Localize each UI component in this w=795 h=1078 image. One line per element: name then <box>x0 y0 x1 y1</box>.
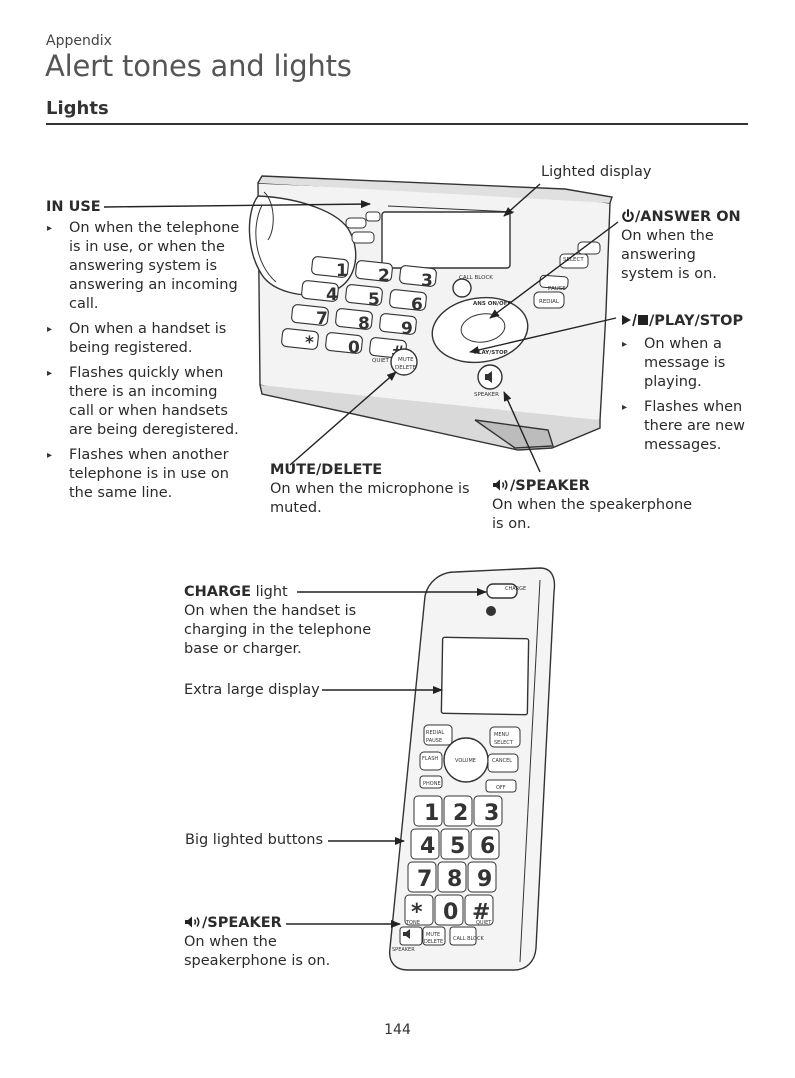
base-speaker-title: /SPEAKER <box>510 478 590 494</box>
play-stop-item: Flashes when there are new messages. <box>621 398 756 455</box>
handset-tone-label: TONE <box>405 920 420 926</box>
mute-delete-desc: On when the microphone is muted. <box>270 481 470 516</box>
play-stop-callout: /PLAY/STOP On when a message is playing.… <box>621 312 756 461</box>
play-stop-item: On when a message is playing. <box>621 335 756 392</box>
section-label: Appendix <box>46 33 112 49</box>
handset-call-block-label: CALL BLOCK <box>453 936 485 942</box>
svg-text:0: 0 <box>348 338 360 358</box>
svg-text:*: * <box>411 900 423 925</box>
handset-cancel-label: CANCEL <box>492 758 512 764</box>
base-ans-onoff-label: ANS ON/OFF <box>473 301 511 307</box>
handset-flash-label: FLASH <box>422 756 438 762</box>
page-title: Alert tones and lights <box>45 49 352 83</box>
lighted-display-label: Lighted display <box>541 164 652 180</box>
in-use-title: IN USE <box>46 199 101 215</box>
base-play-stop-label: PLAY/STOP <box>474 350 508 356</box>
svg-text:8: 8 <box>358 314 370 334</box>
handset-charge-label: CHARGE <box>505 586 526 592</box>
play-stop-title: /PLAY/STOP <box>649 313 744 329</box>
section-title: Lights <box>46 98 109 119</box>
handset-speaker-label: SPEAKER <box>392 947 415 953</box>
svg-text:3: 3 <box>484 801 499 826</box>
in-use-item: On when the telephone is in use, or when… <box>46 219 246 314</box>
base-speaker-callout: /SPEAKER On when the speakerphone is on. <box>492 477 702 534</box>
svg-text:6: 6 <box>411 295 423 315</box>
mute-delete-title: MUTE/DELETE <box>270 462 383 478</box>
handset-menu-label: MENU <box>494 732 509 738</box>
in-use-list: On when the telephone is in use, or when… <box>46 219 246 503</box>
svg-text:1: 1 <box>336 261 348 281</box>
svg-text:#: # <box>472 900 490 925</box>
svg-text:7: 7 <box>316 309 328 329</box>
svg-text:*: * <box>305 333 314 353</box>
play-stop-icon <box>622 313 648 327</box>
svg-text:6: 6 <box>480 834 495 859</box>
handset-speaker-title: /SPEAKER <box>202 915 282 931</box>
svg-text:5: 5 <box>368 290 380 310</box>
charge-desc: On when the handset is charging in the t… <box>184 603 372 657</box>
answer-on-callout: /ANSWER ON On when the answering system … <box>621 208 771 284</box>
charge-suffix: light <box>250 584 288 600</box>
in-use-item: Flashes quickly when there is an incomin… <box>46 364 246 440</box>
base-delete-key-label: DELETE <box>395 365 417 371</box>
svg-text:9: 9 <box>477 867 492 892</box>
base-redial-key-label: REDIAL <box>539 299 560 305</box>
handset-quiet-label: QUIET <box>476 920 492 926</box>
handset-speaker-desc: On when the speakerphone is on. <box>184 934 331 969</box>
mute-delete-callout: MUTE/DELETE On when the microphone is mu… <box>270 461 470 518</box>
big-lighted-buttons-label: Big lighted buttons <box>185 832 324 848</box>
svg-text:2: 2 <box>453 801 468 826</box>
base-speaker-key-label: SPEAKER <box>474 392 499 398</box>
svg-text:8: 8 <box>447 867 462 892</box>
handset-select-label: SELECT <box>494 740 514 746</box>
charge-callout: CHARGE light On when the handset is char… <box>184 583 384 659</box>
in-use-callout: IN USE On when the telephone is in use, … <box>46 198 246 509</box>
section-divider <box>46 123 748 125</box>
svg-text:3: 3 <box>421 271 433 291</box>
answer-on-desc: On when the answering system is on. <box>621 228 717 282</box>
handset-off-label: OFF <box>496 785 506 791</box>
speaker-icon <box>185 916 200 928</box>
handset-delete-label: DELETE <box>424 939 443 945</box>
base-call-block-key-label: CALL BLOCK <box>459 275 493 281</box>
handset-speaker-callout: /SPEAKER On when the speakerphone is on. <box>184 914 354 971</box>
svg-text:1: 1 <box>424 801 439 826</box>
svg-text:7: 7 <box>417 867 432 892</box>
handset-redial-label: REDIAL <box>426 730 444 736</box>
svg-text:4: 4 <box>326 285 338 305</box>
handset-pause-label: PAUSE <box>426 738 442 744</box>
handset-phone-label: PHONE <box>423 781 441 787</box>
in-use-item: On when a handset is being registered. <box>46 320 246 358</box>
svg-text:9: 9 <box>401 319 413 339</box>
handset-mute-label: MUTE <box>426 932 440 938</box>
svg-text:5: 5 <box>450 834 465 859</box>
base-menu-select-label: SELECT <box>563 257 584 263</box>
answer-on-title: /ANSWER ON <box>635 209 741 225</box>
extra-large-display-label: Extra large display <box>184 682 320 698</box>
telephone-base-illustration: 123 456 789 *0# CALL BLOCK PAUSE REDIAL … <box>248 175 613 451</box>
charge-title: CHARGE <box>184 584 251 600</box>
svg-text:0: 0 <box>443 900 458 925</box>
base-quiet-key-label: QUIET <box>372 358 389 364</box>
play-stop-list: On when a message is playing. Flashes wh… <box>621 335 756 455</box>
handset-volume-label: VOLUME <box>455 758 476 764</box>
in-use-item: Flashes when another telephone is in use… <box>46 446 246 503</box>
svg-text:4: 4 <box>420 834 435 859</box>
power-icon <box>622 209 634 222</box>
base-pause-key-label: PAUSE <box>548 286 566 292</box>
page-number: 144 <box>384 1022 411 1038</box>
speaker-icon <box>493 479 508 491</box>
svg-text:2: 2 <box>378 266 390 286</box>
base-speaker-desc: On when the speakerphone is on. <box>492 497 693 532</box>
base-mute-key-label: MUTE <box>398 357 414 363</box>
